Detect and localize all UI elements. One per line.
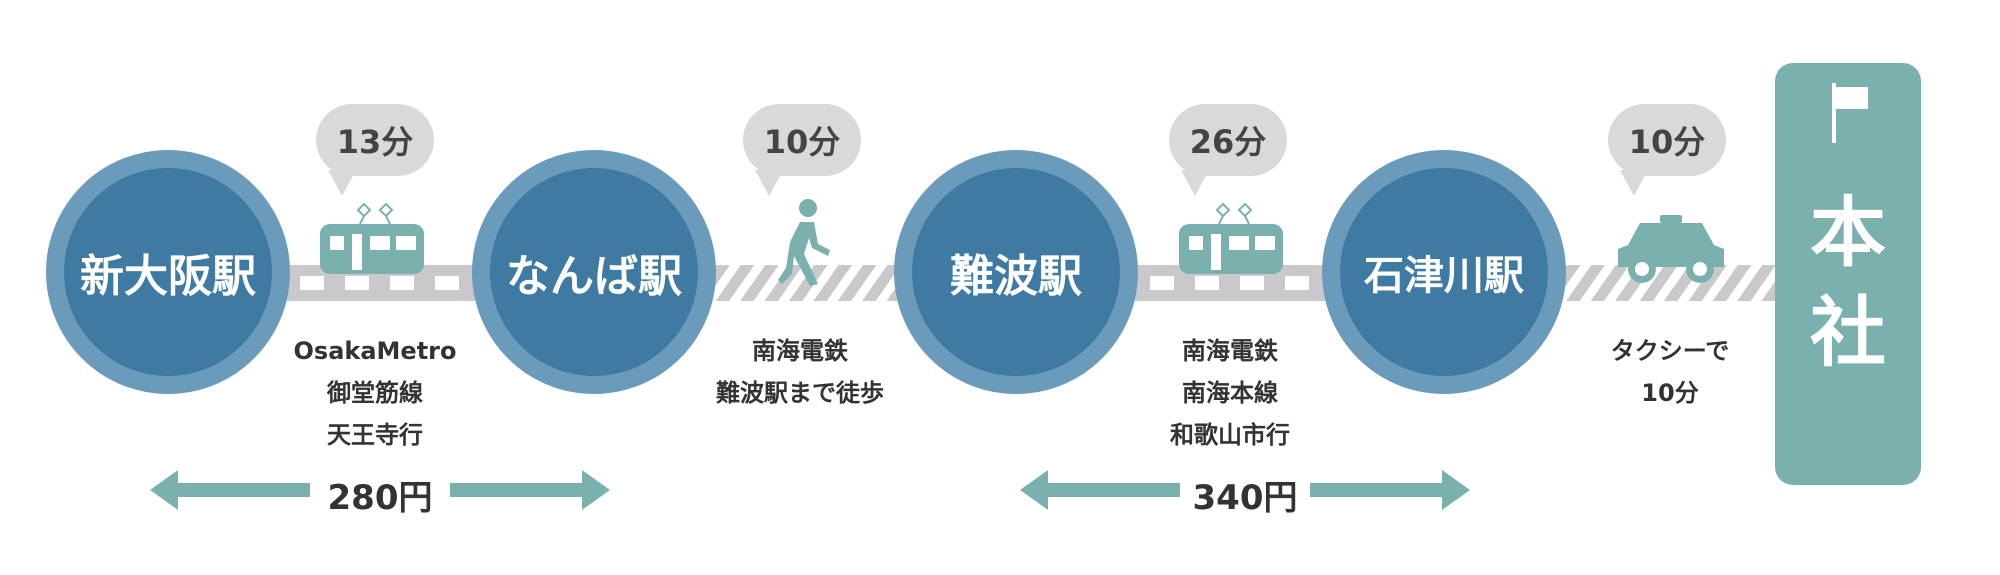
bubble-tail <box>755 170 783 196</box>
time-bubble: 10分 <box>1608 104 1726 176</box>
desc-line: 南海本線 <box>1182 379 1278 407</box>
fare-arrow-left <box>150 470 310 510</box>
time-bubble: 13分 <box>316 104 434 176</box>
bubble-tail <box>1620 170 1648 196</box>
station-label: 新大阪駅 <box>64 168 272 376</box>
fare-arrow-right <box>1310 470 1470 510</box>
desc-line: 和歌山市行 <box>1170 421 1290 449</box>
time-label: 10分 <box>1628 123 1706 161</box>
track-sleeper <box>435 276 459 290</box>
time-label: 10分 <box>763 123 841 161</box>
headquarters-char: 本 <box>1810 188 1886 277</box>
bubble-tail <box>1181 170 1209 196</box>
fare-arrow-right <box>450 470 610 510</box>
time-label: 13分 <box>336 123 414 161</box>
time-label: 26分 <box>1189 123 1267 161</box>
track-sleeper <box>1240 276 1264 290</box>
desc-line: 難波駅まで徒歩 <box>716 379 884 407</box>
headquarters-panel: 本 社 <box>1775 63 1921 485</box>
station-namba-nankai: 難波駅 <box>894 150 1138 394</box>
desc-line: 御堂筋線 <box>327 379 423 407</box>
track-sleeper <box>345 276 369 290</box>
segment-description: 南海電鉄 難波駅まで徒歩 <box>690 330 910 414</box>
fare-label: 340円 <box>1192 478 1298 518</box>
station-ishizugawa: 石津川駅 <box>1322 150 1566 394</box>
desc-line: 10分 <box>1641 379 1699 407</box>
train-icon <box>1179 202 1283 274</box>
track-sleeper <box>1285 276 1309 290</box>
walking-track <box>700 265 900 301</box>
desc-line: 南海電鉄 <box>1182 337 1278 365</box>
segment-description: OsakaMetro 御堂筋線 天王寺行 <box>270 330 480 456</box>
station-namba-metro: なんば駅 <box>472 150 716 394</box>
fare-arrow-left <box>1020 470 1180 510</box>
desc-line: 南海電鉄 <box>752 337 848 365</box>
fare-label: 280円 <box>327 478 433 518</box>
segment-description: 南海電鉄 南海本線 和歌山市行 <box>1120 330 1340 456</box>
station-label: 難波駅 <box>912 168 1120 376</box>
station-label: なんば駅 <box>490 168 698 376</box>
track-sleeper <box>1195 276 1219 290</box>
track-sleeper <box>390 276 414 290</box>
taxi-icon <box>1618 215 1724 283</box>
segment-description: タクシーで 10分 <box>1560 330 1780 414</box>
time-bubble: 26分 <box>1169 104 1287 176</box>
desc-line: OsakaMetro <box>293 337 457 365</box>
desc-line: 天王寺行 <box>327 421 423 449</box>
desc-line: タクシーで <box>1610 337 1730 365</box>
flag-icon <box>1832 83 1868 143</box>
taxi-road-track <box>1550 265 1775 301</box>
train-icon <box>320 202 424 274</box>
headquarters-char: 社 <box>1810 288 1886 377</box>
track-sleeper <box>1150 276 1174 290</box>
station-shin-osaka: 新大阪駅 <box>46 150 290 394</box>
station-label: 石津川駅 <box>1340 168 1548 376</box>
bubble-tail <box>328 170 356 196</box>
time-bubble: 10分 <box>743 104 861 176</box>
walking-person-icon <box>778 199 830 286</box>
track-sleeper <box>300 276 324 290</box>
